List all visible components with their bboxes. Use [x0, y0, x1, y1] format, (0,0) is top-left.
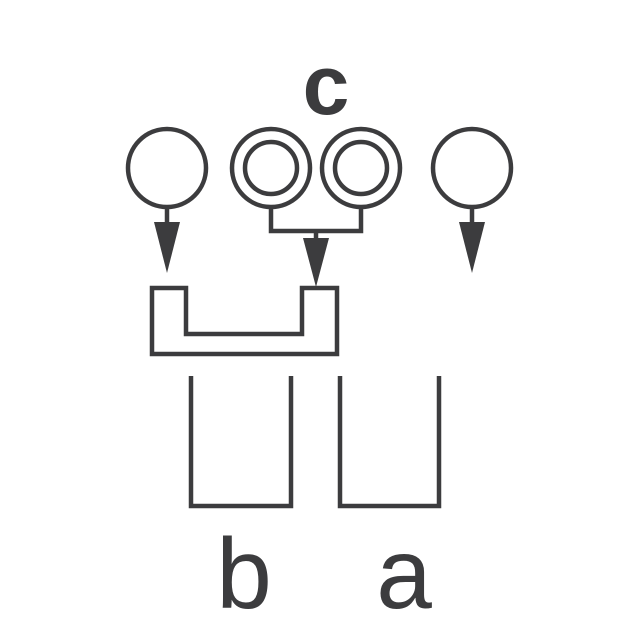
label-a: a: [376, 518, 432, 630]
single-circle-right: [430, 126, 514, 210]
container-b: [188, 376, 294, 509]
u-tray: [149, 285, 340, 357]
single-circle-left: [125, 126, 209, 210]
double-circle-2: [319, 126, 403, 210]
arrow-down-icon: [459, 222, 485, 273]
double-circle-1: [229, 126, 313, 210]
arrow-down-icon: [154, 222, 180, 273]
label-b: b: [216, 518, 272, 630]
container-a: [337, 376, 442, 509]
arrow-down-icon: [303, 238, 329, 287]
label-c: c: [303, 38, 350, 132]
connector: [268, 207, 364, 234]
